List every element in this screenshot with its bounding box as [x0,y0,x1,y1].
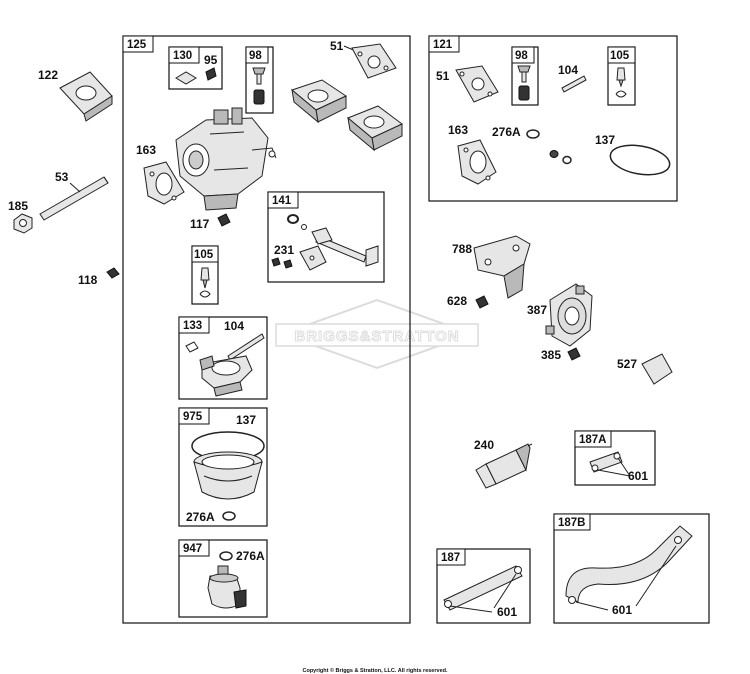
part-387-fuel-pump [545,283,593,347]
part-98-screw-b [517,65,531,101]
part-187a-hose [589,451,623,473]
label-276a-1: 276A [186,510,215,524]
part-105-needle-a [199,267,211,298]
part-141-throttle-shaft [287,214,379,271]
label-601-c: 601 [612,603,632,617]
part-240-fuel-filter [475,443,533,489]
label-185: 185 [8,199,28,213]
part-104-pin [561,75,587,93]
part-133-float [185,333,265,397]
tag-975: 975 [183,411,203,423]
kit-187-box [436,548,531,624]
part-187-hose [443,565,523,611]
tag-187a: 187A [579,434,607,446]
kit-947-box [178,539,268,618]
label-276a-3: 276A [492,125,521,139]
part-121-seals [549,150,572,165]
label-163-a: 163 [136,143,156,157]
part-185-nut [13,213,33,234]
label-51-b: 51 [436,69,450,83]
part-carburetor [175,107,277,211]
watermark-text: BRIGGS&STRATTON [294,328,459,345]
tag-133: 133 [183,320,202,332]
part-spacer-upper [290,79,348,124]
kit-187b-box [553,513,710,624]
part-51-gasket-a [351,43,397,79]
part-117-jet [217,213,231,227]
label-385: 385 [541,348,561,362]
part-51-gasket-b [455,65,499,103]
label-601-a: 601 [628,469,648,483]
copyright-text: Copyright © Briggs & Stratton, LLC. All … [302,667,448,674]
label-240: 240 [474,438,494,452]
kit-187a-box [574,430,656,486]
kit-125-box [122,35,411,624]
kit-141-box [267,191,385,283]
part-788-bracket [473,235,531,299]
part-276a-washer-3 [526,129,540,139]
part-628-screw [475,295,489,309]
label-387: 387 [527,303,547,317]
tag-121: 121 [433,39,453,51]
kit-133-box [178,316,268,400]
part-95-clip [175,67,217,85]
tag-105-b: 105 [610,50,630,62]
label-118: 118 [78,273,98,287]
label-53: 53 [55,170,69,184]
part-947-solenoid [207,565,247,609]
tag-125: 125 [127,39,147,51]
tag-105-a: 105 [194,249,214,261]
label-104-b: 104 [558,63,578,77]
part-122-spacer [59,71,113,122]
watermark-logo: BRIGGS&STRATTON [275,298,479,370]
tag-947: 947 [183,543,202,555]
tag-187: 187 [441,552,460,564]
label-51-a: 51 [330,39,344,53]
tag-187b: 187B [558,517,586,529]
part-231-screws [271,257,293,269]
tag-98-b: 98 [515,50,528,62]
label-628: 628 [447,294,467,308]
part-163-gasket-a [143,161,185,205]
part-385-screw [567,347,581,361]
label-95: 95 [204,53,218,67]
label-601-b: 601 [497,605,517,619]
part-527-clip [641,353,673,385]
part-137-oring [609,144,671,176]
label-788: 788 [452,242,472,256]
part-98-screw-a [252,67,266,105]
label-137-a: 137 [236,413,256,427]
part-276a-washer-2 [219,551,233,561]
part-276a-washer-1 [222,511,236,521]
part-53-stud [39,176,109,221]
part-163-gasket-b [457,139,497,185]
part-118-plug [106,267,120,279]
part-spacer-lower [347,105,403,152]
tag-98-a: 98 [249,50,262,62]
label-527: 527 [617,357,637,371]
label-137-b: 137 [595,133,615,147]
part-975-float-bowl [191,431,265,500]
label-276a-2: 276A [236,549,265,563]
tag-141: 141 [272,195,292,207]
kit-121-box [428,35,678,202]
part-187b-hose [565,525,693,604]
label-104-a: 104 [224,319,244,333]
part-105-needle-b [615,67,627,98]
label-122: 122 [38,68,58,82]
kit-975-box [178,407,268,527]
label-163-b: 163 [448,123,468,137]
label-231: 231 [274,243,294,257]
label-117: 117 [190,217,210,231]
tag-130: 130 [173,50,192,62]
